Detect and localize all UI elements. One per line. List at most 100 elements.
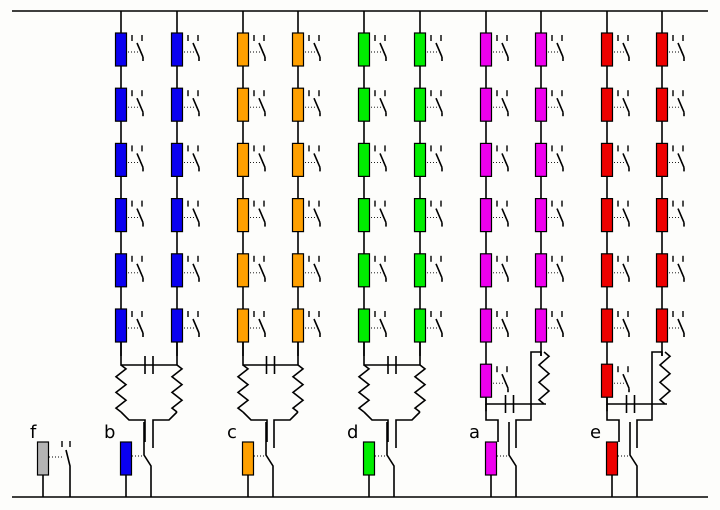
resistor-right — [658, 351, 672, 405]
relay-switch — [548, 90, 564, 117]
battery-cell — [479, 142, 493, 177]
bottom-unit-b — [119, 422, 152, 497]
battery-cell — [236, 198, 250, 233]
battery-cell — [655, 142, 669, 177]
switch-blade — [435, 263, 443, 279]
switch-blade — [379, 208, 387, 223]
battery-cell — [114, 32, 128, 67]
switch-blade — [677, 42, 685, 58]
junction-bar — [485, 397, 546, 405]
relay-switch — [493, 366, 509, 393]
junction-bar — [242, 342, 299, 366]
switch-blade — [192, 263, 200, 279]
battery-cell — [600, 32, 614, 67]
standalone-cell — [36, 441, 50, 476]
cell-string-a-right — [534, 11, 564, 356]
relay-switch — [614, 90, 630, 117]
battery-cell — [170, 198, 184, 233]
battery-cell — [236, 87, 250, 122]
switch-blade — [622, 263, 630, 279]
switch-blade — [192, 42, 200, 58]
battery-cell — [413, 142, 427, 177]
cell-string-d-left — [357, 11, 387, 356]
battery-cell — [600, 198, 614, 233]
resistor-right — [537, 351, 551, 405]
battery-cell — [479, 363, 493, 398]
switch-blade — [258, 208, 266, 223]
relay-switch — [669, 35, 685, 61]
battery-cell — [413, 32, 427, 67]
output-cell — [119, 441, 133, 476]
capacitor — [504, 395, 515, 413]
relay-switch — [493, 90, 509, 117]
battery-cell — [114, 142, 128, 177]
battery-cell — [479, 87, 493, 122]
switch-blade — [313, 208, 321, 223]
switch-blade — [501, 208, 509, 223]
relay-switch — [614, 145, 630, 172]
battery-cell — [534, 32, 548, 67]
battery-cell — [655, 87, 669, 122]
relay-switch — [427, 311, 443, 337]
switch-blade — [192, 318, 200, 334]
output-switch — [265, 422, 274, 497]
relay-switch — [128, 255, 144, 282]
bottom-unit-e — [605, 422, 638, 497]
labels-layer: f b c d a e — [30, 422, 601, 443]
battery-cell — [291, 308, 305, 343]
battery-cell — [600, 142, 614, 177]
battery-cell — [600, 253, 614, 288]
battery-cell — [170, 87, 184, 122]
switch-blade — [556, 263, 564, 279]
battery-cell — [655, 32, 669, 67]
cell-string-c-left — [236, 11, 266, 356]
battery-cell — [170, 32, 184, 67]
switch-blade — [313, 97, 321, 113]
output-switch — [629, 422, 638, 497]
switch-blade — [379, 42, 387, 58]
battery-cell — [114, 198, 128, 233]
battery-cell — [600, 363, 614, 398]
relay-switch — [548, 200, 564, 227]
capacitor — [144, 356, 154, 374]
relay-switch — [250, 145, 266, 172]
switch-blade — [379, 153, 387, 168]
group-label-f: f — [30, 422, 37, 443]
feed-right — [395, 411, 421, 448]
relay-switch — [184, 145, 200, 172]
switch-blade — [435, 208, 443, 223]
battery-cell — [291, 142, 305, 177]
switch-blade — [501, 263, 509, 279]
relay-switch — [548, 255, 564, 282]
battery-cell — [114, 308, 128, 343]
group-label-e: e — [590, 422, 601, 443]
relay-switch — [184, 311, 200, 337]
feed-left — [242, 411, 268, 442]
relay-switch — [250, 90, 266, 117]
resistor-right — [291, 364, 305, 413]
relay-switch — [614, 366, 630, 393]
battery-cell — [236, 142, 250, 177]
switch-blade — [313, 318, 321, 334]
switch-blade — [136, 318, 144, 334]
switch-blade — [556, 97, 564, 113]
switch-blade — [501, 318, 509, 334]
relay-switch — [184, 90, 200, 117]
capacitor — [265, 356, 276, 374]
switch-blade — [677, 208, 685, 223]
relay-switch — [493, 255, 509, 282]
battery-cell — [534, 87, 548, 122]
output-cell — [484, 441, 498, 476]
group-b — [114, 11, 200, 497]
relay-switch — [128, 90, 144, 117]
cell-string-b-right — [170, 11, 200, 356]
feed-right — [152, 411, 178, 448]
cell-string-e-right — [655, 11, 685, 356]
relay-switch — [128, 145, 144, 172]
bottom-unit-d — [362, 422, 395, 497]
relay-switch — [548, 145, 564, 172]
battery-cell — [291, 253, 305, 288]
output-switch — [386, 422, 395, 497]
relay-switch — [427, 90, 443, 117]
cell-string-b-left — [114, 11, 144, 356]
